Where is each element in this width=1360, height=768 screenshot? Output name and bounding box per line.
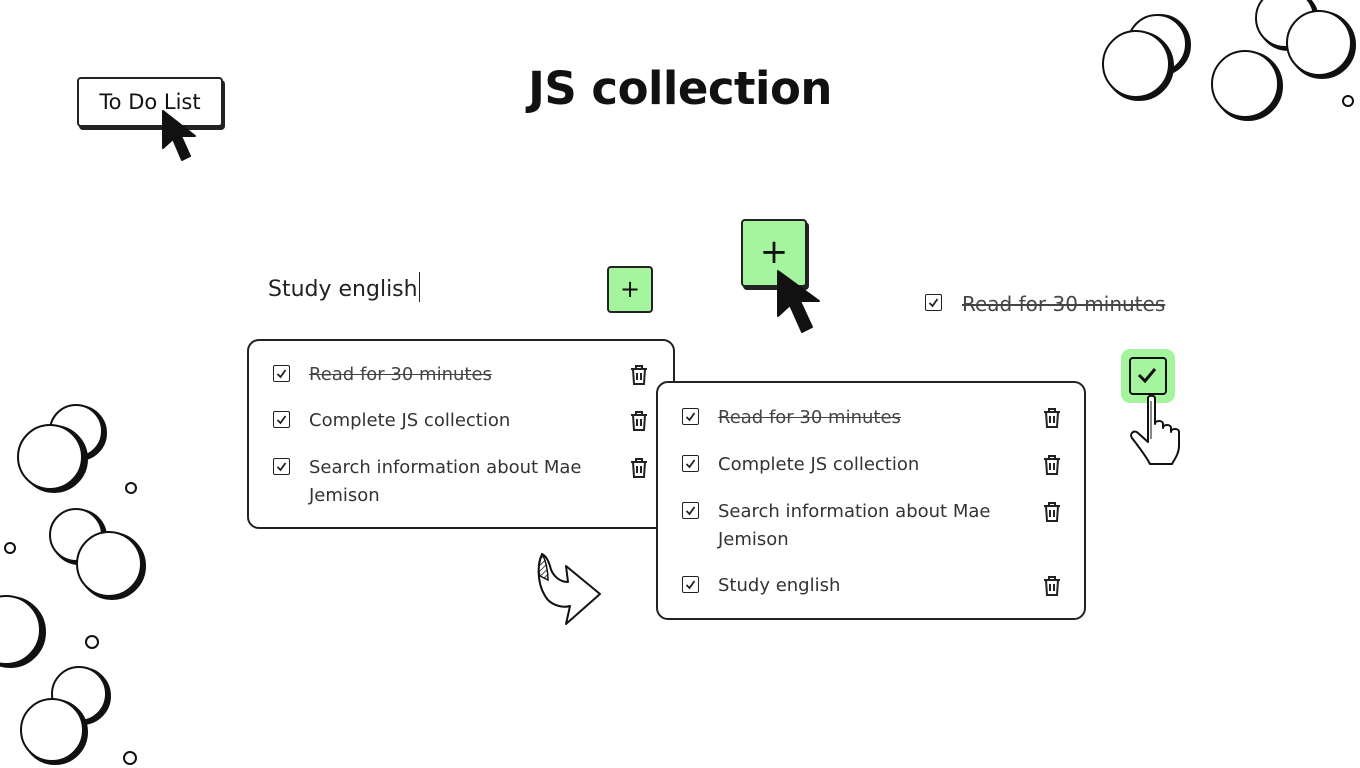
curved-arrow-icon [537,552,601,625]
todo-list-after: Read for 30 minutes Complete JS collecti… [656,381,1086,620]
checkbox-icon[interactable] [682,408,699,425]
trash-icon[interactable] [1041,574,1063,598]
checkbox-icon[interactable] [682,576,699,593]
trash-icon[interactable] [628,363,650,387]
checkbox-icon[interactable] [682,502,699,519]
list-item[interactable]: Read for 30 minutes [273,361,599,389]
cursor-arrow-icon [162,110,196,161]
to-do-list-button[interactable]: To Do List [77,77,223,127]
standalone-todo-item[interactable]: Read for 30 minutes [925,290,1202,318]
trash-icon[interactable] [1041,500,1063,524]
checkbox-icon[interactable] [925,294,942,311]
todo-input-value: Study english [268,277,418,302]
text-caret [418,272,421,302]
list-item[interactable]: Complete JS collection [273,407,599,435]
cursor-arrow-icon [777,270,820,333]
checkbox-icon[interactable] [273,411,290,428]
trash-icon[interactable] [628,456,650,480]
checkbox-icon[interactable] [273,458,290,475]
list-item[interactable]: Read for 30 minutes [682,404,1008,432]
add-button[interactable]: + [607,266,653,313]
list-item[interactable]: Search information about Mae Jemison [682,498,1008,554]
todo-item-label: Search information about Mae Jemison [309,457,582,506]
todo-item-label: Read for 30 minutes [309,364,492,385]
todo-item-label: Complete JS collection [718,454,920,475]
todo-list-before: Read for 30 minutes Complete JS collecti… [247,339,675,529]
checkbox-icon[interactable] [682,455,699,472]
todo-item-label: Complete JS collection [309,410,511,431]
list-item[interactable]: Study english [682,572,1008,600]
list-item[interactable]: Complete JS collection [682,451,1008,479]
trash-icon[interactable] [628,409,650,433]
checkbox-icon[interactable] [1129,357,1167,395]
todo-item-label: Read for 30 minutes [962,292,1166,316]
todo-input[interactable]: Study english [268,272,588,306]
hand-pointer-icon [1130,394,1180,465]
checkbox-icon[interactable] [273,365,290,382]
page-title: JS collection [528,62,832,115]
trash-icon[interactable] [1041,453,1063,477]
todo-item-label: Search information about Mae Jemison [718,501,991,550]
add-button-large[interactable]: + [741,219,807,287]
todo-item-label: Read for 30 minutes [718,407,901,428]
trash-icon[interactable] [1041,406,1063,430]
checkbox-highlight[interactable] [1121,349,1175,403]
list-item[interactable]: Search information about Mae Jemison [273,454,599,510]
todo-item-label: Study english [718,575,841,596]
